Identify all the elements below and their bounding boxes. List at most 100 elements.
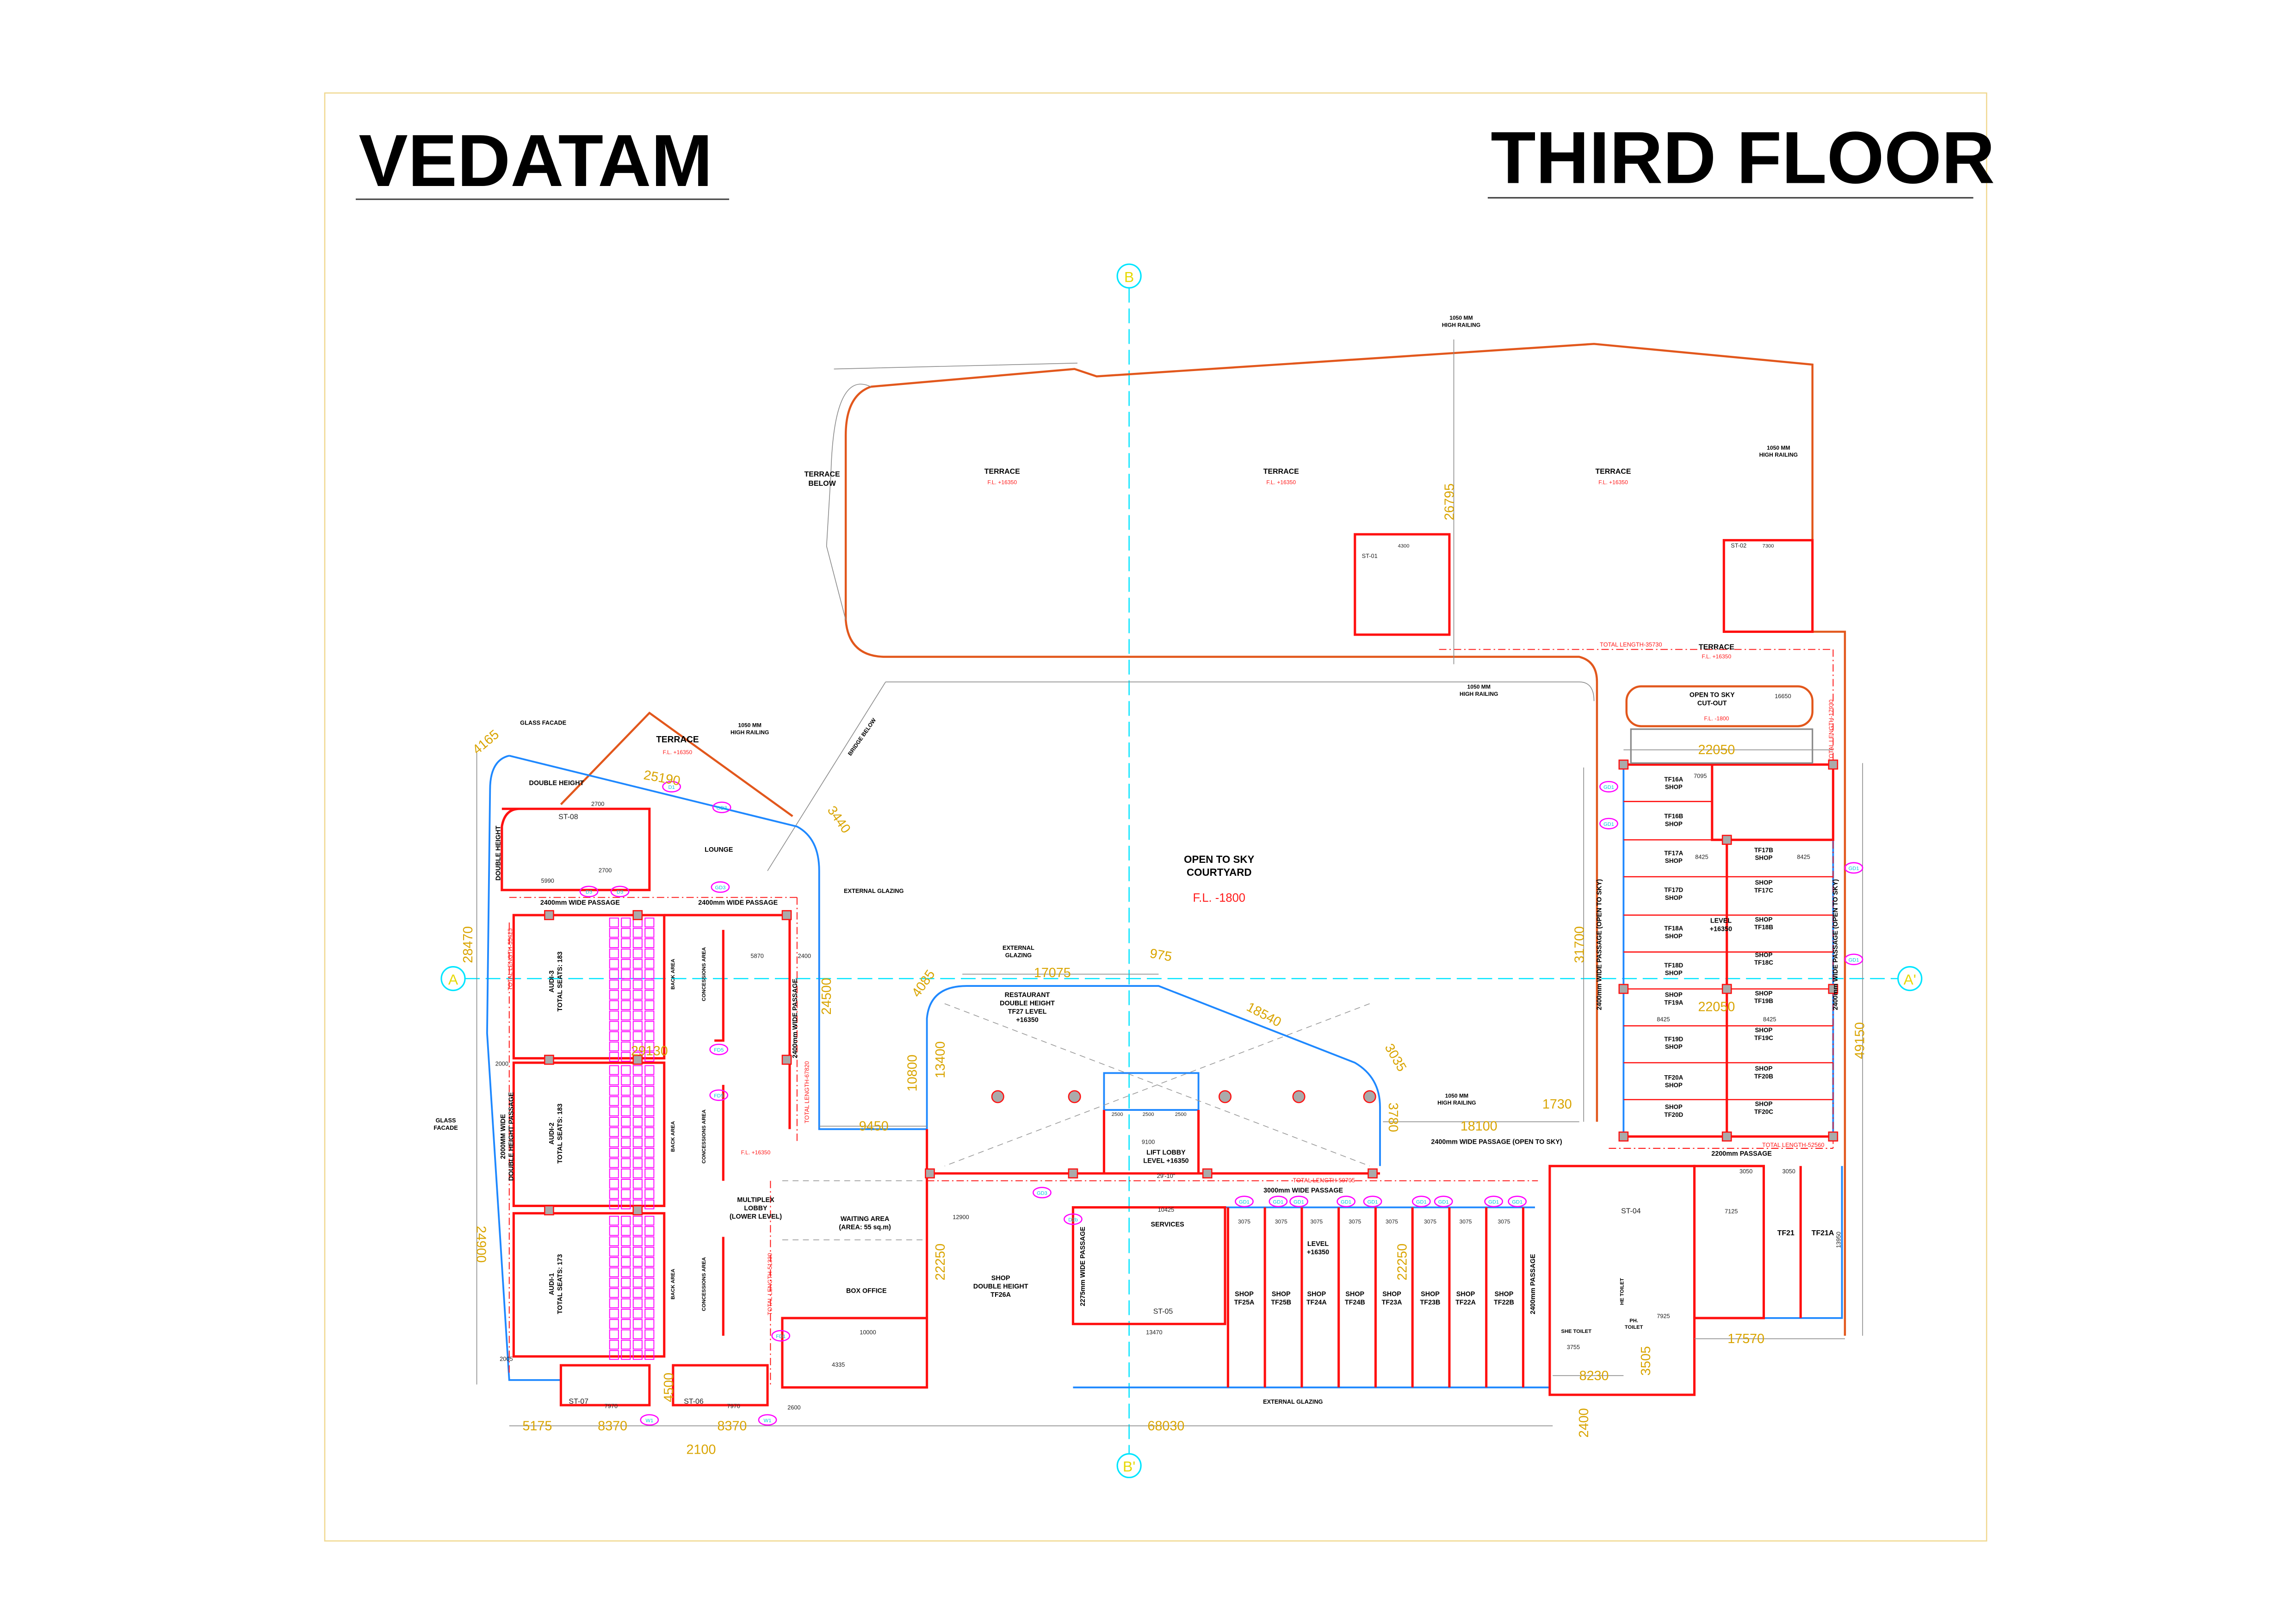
major-dimension: 10800 (905, 1054, 920, 1091)
room-label-line: SHOP (1235, 1291, 1254, 1298)
seat-row (621, 969, 631, 979)
seat-row (621, 1075, 631, 1085)
room-label-line: RESTAURANT (1005, 991, 1050, 999)
seat-row (632, 1148, 643, 1158)
seat-row (644, 1065, 655, 1075)
audi-1-walls (512, 1212, 666, 1358)
room-label-line: DOUBLE HEIGHT (1000, 1000, 1055, 1007)
seat-row (621, 1298, 631, 1308)
major-dimension: 26795 (1442, 483, 1457, 520)
seat-row (632, 959, 643, 969)
seat-row (609, 1179, 619, 1189)
seat-row (621, 1000, 631, 1010)
sheet-border (324, 92, 1987, 1542)
annotation-note-line: 1050 MM (1449, 315, 1473, 321)
seat-row (621, 1010, 631, 1021)
seat-row (644, 1148, 655, 1158)
seat-row (632, 1086, 643, 1096)
audi-3-walls (512, 914, 666, 1059)
seat-row (644, 1010, 655, 1021)
room-label-line: AUDI-3 (548, 971, 556, 993)
seat-row (644, 1086, 655, 1096)
seat-row (644, 1246, 655, 1257)
room-label-line: SHOP (1345, 1291, 1364, 1298)
seat-row (644, 1215, 655, 1226)
major-dimension: 22250 (1395, 1244, 1410, 1281)
room-label-line: TF22A (1455, 1299, 1476, 1307)
major-dimension: 8370 (718, 1419, 747, 1433)
door-tag-ellipse (1337, 1196, 1356, 1208)
door-tag-ellipse (610, 886, 630, 898)
minor-dimension: 5870 (751, 952, 764, 959)
room-label-line: TERRACE (805, 471, 840, 478)
minor-dimension: 3075 (1310, 1219, 1323, 1225)
seat-row (609, 1031, 619, 1041)
passage-label: 2400mm WIDE PASSAGE (OPEN TO SKY) (1832, 879, 1839, 1010)
left-terrace-railing (560, 711, 793, 818)
major-dimension: 18540 (1244, 999, 1284, 1030)
seat-row (621, 1319, 631, 1329)
passage-label: 2400mm WIDE PASSAGE (792, 979, 799, 1058)
door-tag: D2b (1064, 1213, 1083, 1225)
room-label-line: CUT-OUT (1697, 700, 1727, 707)
seat-row (621, 1329, 631, 1339)
room-label-line: TF19D (1664, 1035, 1683, 1042)
seat-row (621, 938, 631, 948)
room-label-line: LEVEL (1307, 1240, 1329, 1248)
door-tag-ellipse (1844, 862, 1863, 874)
minor-dimension: 7925 (1657, 1313, 1670, 1319)
room-label: TERRACE (1263, 468, 1299, 476)
seat-row (621, 948, 631, 959)
seat-row (632, 948, 643, 959)
column (544, 1205, 554, 1215)
seat-row (609, 1257, 619, 1267)
upper-terrace-railing (844, 343, 1846, 1336)
minor-dimension: 3755 (1567, 1344, 1580, 1350)
door-tag: D1 (662, 781, 681, 793)
door-tag: GD1 (1434, 1196, 1453, 1208)
major-dimension: 8370 (598, 1419, 627, 1433)
room-label: WAITING AREA(AREA: 55 sq.m) (839, 1215, 891, 1231)
seat-row (632, 1339, 643, 1350)
seat-row (644, 1319, 655, 1329)
grid-bubble-a-label: A (448, 971, 458, 988)
major-dimension: 22050 (1698, 999, 1735, 1014)
seat-row (632, 1189, 643, 1199)
seat-row (609, 1065, 619, 1075)
room-label-line: SHOP (1665, 820, 1683, 827)
door-tag-ellipse (640, 1414, 659, 1426)
seat-row (621, 990, 631, 1000)
seat-row (644, 1308, 655, 1319)
grid-bubbles: B B' A A' (440, 263, 1923, 1479)
st-03-core (1711, 763, 1834, 841)
lift-lobby-walls (1102, 1110, 1200, 1174)
seat-row (632, 1288, 643, 1298)
seat-row (609, 1226, 619, 1236)
seat-row (609, 1127, 619, 1137)
seat-row (621, 1308, 631, 1319)
annotation-note-line: HIGH RAILING (1460, 691, 1498, 697)
seat-row (644, 938, 655, 948)
st-06-core (672, 1364, 769, 1406)
room-label-line: MULTIPLEX (737, 1196, 774, 1204)
seat-row (621, 1148, 631, 1158)
total-length-lines (508, 649, 1834, 1388)
seat-row (644, 1127, 655, 1137)
seat-row (644, 1350, 655, 1360)
room-label-line: TF16B (1664, 813, 1683, 820)
seat-row (644, 917, 655, 928)
seat-row (632, 1267, 643, 1277)
door-tag-label: D3 (617, 890, 623, 895)
door-tag-label: FD1 (776, 1334, 786, 1339)
room-label-line: LEVEL (1710, 917, 1732, 925)
total-length-label: TOTAL LENGTH-52560 (1762, 1141, 1824, 1148)
seat-row (644, 1189, 655, 1199)
seat-row (621, 1052, 631, 1062)
grid-lines (465, 288, 1900, 1454)
